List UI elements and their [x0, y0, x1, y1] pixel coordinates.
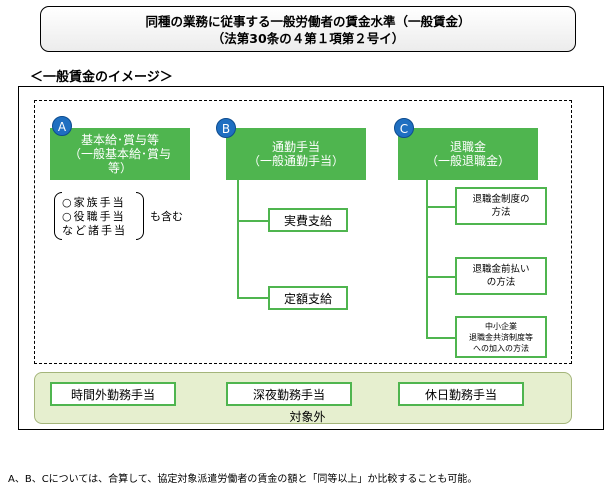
- allowance-position: ○役職手当: [62, 210, 126, 223]
- category-c-subtitle: （一般退職金）: [425, 154, 510, 168]
- badge-a: A: [52, 116, 72, 136]
- category-a-title: 基本給･賞与等: [80, 133, 159, 147]
- footnote: A、B、Cについては、合算して、協定対象派遣労働者の賃金の額と「同等以上」か比較…: [8, 474, 478, 485]
- category-b-head: 通勤手当 （一般通勤手当）: [226, 128, 366, 180]
- outer-frame: [18, 86, 604, 430]
- branch-b-1: [237, 220, 269, 222]
- commuting-fixed: 定額支給: [268, 286, 348, 310]
- retirement-mutual-aid: 中小企業 退職金共済制度等 への加入の方法: [455, 316, 547, 358]
- title-line-1: 同種の業務に従事する一般労働者の賃金水準（一般賃金）: [145, 14, 471, 29]
- badge-b: B: [216, 118, 236, 138]
- allowance-family: ○家族手当: [62, 196, 126, 209]
- bracket-left: [54, 192, 62, 240]
- branch-c-1: [426, 206, 456, 208]
- allowance-etc: など諸手当: [62, 224, 127, 237]
- title-box: 同種の業務に従事する一般労働者の賃金水準（一般賃金） （法第30条の４第１項第２…: [40, 6, 576, 52]
- allowances-note: も含む: [150, 210, 183, 223]
- retirement-system: 退職金制度の 方法: [455, 187, 547, 225]
- excluded-night: 深夜勤務手当: [226, 382, 352, 406]
- category-a-subtitle-2: 等）: [107, 161, 132, 175]
- retirement-prepay: 退職金前払い の方法: [455, 257, 547, 295]
- excluded-label: 対象外: [289, 410, 326, 424]
- branch-b-vertical: [237, 180, 239, 298]
- category-b-title: 通勤手当: [271, 140, 320, 154]
- included-frame: [34, 100, 572, 364]
- branch-c-2: [426, 276, 456, 278]
- branch-c-3: [426, 337, 456, 339]
- category-c-title: 退職金: [449, 140, 486, 154]
- category-b-subtitle: （一般通勤手当）: [247, 154, 344, 168]
- branch-b-2: [237, 297, 269, 299]
- title-line-2: （法第30条の４第１項第２号イ）: [211, 31, 405, 46]
- commuting-actual: 実費支給: [268, 208, 348, 232]
- bracket-right: [136, 192, 144, 240]
- allowances-list: ○家族手当 ○役職手当 など諸手当: [62, 196, 127, 238]
- excluded-holiday: 休日勤務手当: [398, 382, 524, 406]
- branch-c-vertical: [426, 180, 428, 338]
- badge-c: C: [394, 118, 414, 138]
- category-a-subtitle: （一般基本給･賞与: [68, 147, 171, 161]
- excluded-overtime: 時間外勤務手当: [50, 382, 176, 406]
- subtitle: ＜一般賃金のイメージ＞: [30, 70, 173, 85]
- category-c-head: 退職金 （一般退職金）: [398, 128, 538, 180]
- category-a-head: 基本給･賞与等 （一般基本給･賞与 等）: [50, 128, 190, 180]
